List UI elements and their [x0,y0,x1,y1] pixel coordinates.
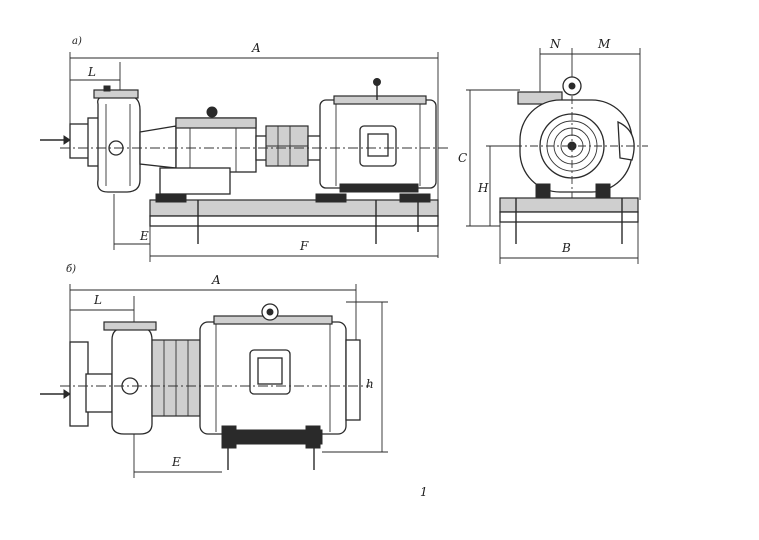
pump-c-inlet-pipe [85,373,113,413]
dim-b-h-label: H [477,181,489,195]
motor-c-foot-left [221,425,237,449]
baseplate-a [149,199,439,217]
baseplate-a-pad2 [315,193,347,203]
pump-a-outlet-bolt [103,85,111,92]
dim-c-e-label: E [171,455,181,469]
motor-a-eyebolt [373,78,381,86]
motor-b-foot-right [595,183,611,199]
view-c-side-elevation: б) A L [40,264,388,478]
motor-c-fan-cover [345,339,361,421]
pump-a-inlet-flange [69,123,91,159]
motor-a-top-band [333,95,427,105]
pump-a-outlet-flange [93,89,139,99]
view-c-tag: б) [66,264,76,275]
baseplate-b [499,197,639,213]
motor-c-foot-right [305,425,321,449]
motor-b-terminal-box [617,120,635,161]
pump-a-neck [139,125,177,169]
dim-c-l-label: L [93,293,102,307]
pump-c-outlet-flange [103,321,157,331]
dim-a-f-label: F [299,239,309,253]
pump-c-inlet-flange [69,341,89,427]
dim-a-l-label: L [87,65,96,79]
baseplate-a-lower [149,215,439,227]
inlet-arrowhead-a [63,135,71,145]
view-a-side-elevation: a) A L [40,36,448,262]
motor-c-terminal-cover [257,357,283,385]
motor-b-eyebolt-center [568,82,576,90]
baseplate-b-lower [499,211,639,223]
baseplate-a-pad1 [155,193,187,203]
dim-a-overall-label: A [251,41,261,55]
motor-a-feet [339,183,419,193]
baseplate-a-pad3 [399,193,431,203]
gearbox-a-breather [206,106,218,118]
page-mark: 1 [420,485,428,499]
dim-b-m-label: M [597,37,611,51]
dim-a-e-label: E [139,229,149,243]
view-a-tag: a) [72,36,82,47]
inlet-arrowhead-c [63,389,71,399]
gearbox-a-top [175,117,257,129]
view-b-end-elevation: N M C H B [458,37,648,264]
dim-b-c-label: C [458,151,467,165]
motor-b-foot-left [535,183,551,199]
gearbox-a-support [159,167,231,195]
dim-b-b-label: B [561,241,571,255]
dim-c-overall-label: A [211,273,221,287]
dim-b-n-label: N [549,37,561,51]
motor-c-eyebolt-center [266,308,274,316]
motor-a-terminal-cover [367,133,389,157]
dim-c-h-label: h [366,377,374,391]
